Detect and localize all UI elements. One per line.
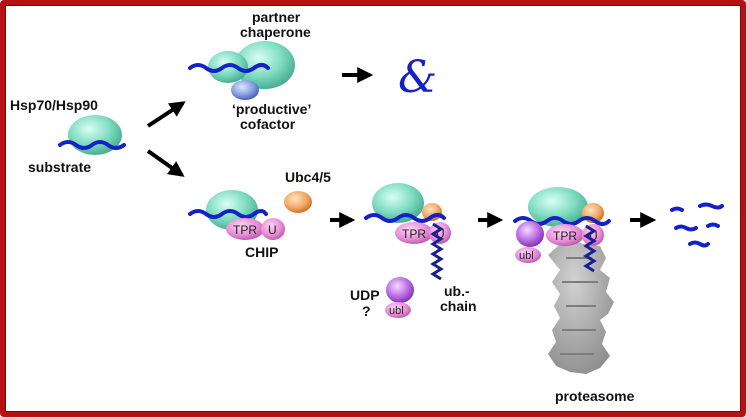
peptide-fragments	[670, 202, 724, 248]
arrow-to-degradation	[146, 149, 185, 177]
partner-label: partner	[252, 9, 301, 25]
hsp-chaperone-2	[372, 183, 424, 223]
ubl-label-udp: ubl	[389, 305, 404, 317]
chip-complex: TPR U	[188, 190, 285, 240]
productive-label: ‘productive’	[232, 101, 311, 117]
u-label-1: U	[268, 223, 277, 237]
ubl-label-docked: ubl	[519, 250, 534, 262]
substrate-chain-2	[364, 213, 446, 223]
udp-protein-docked	[516, 221, 544, 247]
udp-complex: ubl	[385, 277, 414, 318]
ubl-domain-docked	[515, 247, 541, 263]
chip-label: CHIP	[245, 244, 278, 260]
proteasome-label: proteasome	[555, 388, 635, 404]
arrow-to-folding	[146, 101, 186, 128]
hsp-label: Hsp70/Hsp90	[10, 97, 98, 113]
fragment-5	[688, 240, 710, 248]
ubl-domain-udp	[385, 302, 411, 318]
substrate-chain-top	[188, 63, 270, 73]
udp-label: UDP	[350, 287, 380, 303]
chaperone-label: chaperone	[240, 24, 311, 40]
udp-question: ?	[362, 303, 371, 319]
substrate-chain-3	[513, 216, 611, 226]
substrate-chain	[58, 140, 126, 150]
fragment-2	[698, 202, 724, 210]
u-box-3	[582, 224, 604, 246]
tpr-label-3: TPR	[553, 229, 577, 243]
proteasome-rings	[560, 257, 598, 355]
u-box-1	[261, 218, 285, 240]
tpr-label-2: TPR	[402, 227, 426, 241]
ubc-enzyme	[284, 191, 312, 213]
fragment-4	[706, 222, 720, 228]
ubiquitin-chain-3	[583, 224, 597, 273]
pathway-diagram: Hsp70/Hsp90 substrate partner chaperone …	[10, 9, 724, 404]
u-label-3: U	[589, 229, 598, 243]
u-label-2: U	[436, 227, 445, 241]
tpr-domain-2	[395, 222, 433, 244]
ubc-label: Ubc4/5	[285, 169, 331, 185]
cofactor-label: cofactor	[240, 116, 296, 132]
fragment-3	[674, 224, 698, 232]
hsp-chaperone-3	[528, 187, 588, 227]
tpr-label-1: TPR	[233, 223, 257, 237]
ub-chain-label-1: ub.-	[444, 283, 470, 299]
degradation-complex: ubl TPR U	[513, 187, 611, 273]
ubiquitin-chain	[430, 222, 444, 281]
tpr-domain-3	[546, 224, 584, 246]
folded-protein-symbol: &	[398, 52, 437, 103]
fragment-1	[670, 206, 684, 212]
tpr-domain-1	[226, 218, 264, 240]
ub-chain-label-2: chain	[440, 298, 477, 314]
productive-complex	[188, 41, 295, 100]
hsp-substrate-complex	[58, 115, 126, 155]
productive-cofactor	[231, 80, 259, 100]
ubiquitination-complex: TPR U	[364, 183, 451, 281]
u-box-2	[429, 222, 451, 244]
udp-protein	[386, 277, 414, 303]
substrate-chain-1	[188, 209, 268, 219]
substrate-label: substrate	[28, 159, 91, 175]
